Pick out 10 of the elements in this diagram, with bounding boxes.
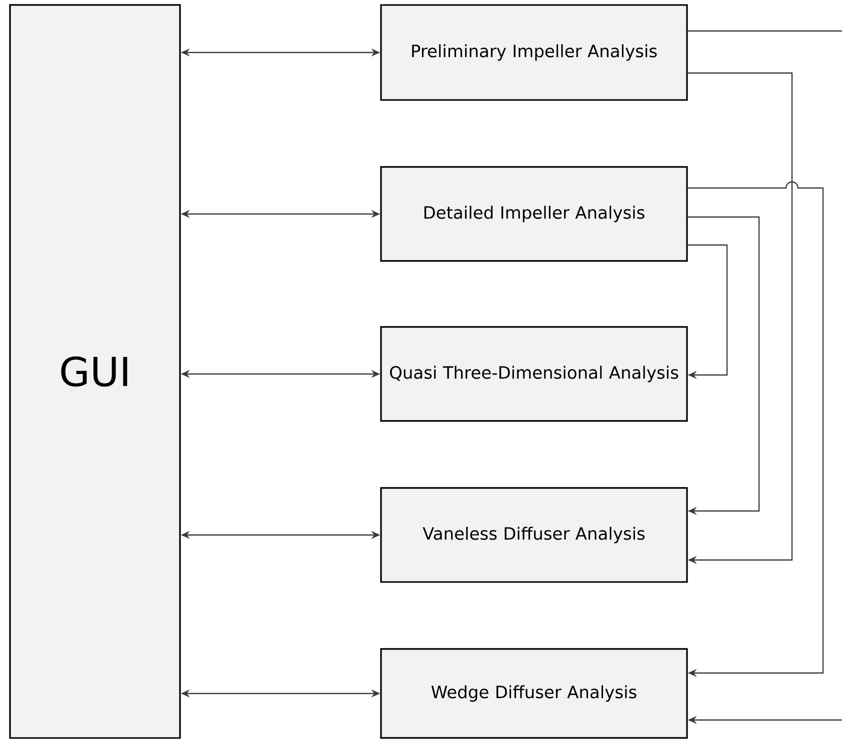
process-box: Detailed Impeller Analysis xyxy=(380,166,688,262)
process-box: Preliminary Impeller Analysis xyxy=(380,4,688,101)
arrow xyxy=(688,216,760,516)
arrow xyxy=(688,72,793,564)
process-box: Vaneless Diffuser Analysis xyxy=(380,487,688,583)
process-box: Wedge Diffuser Analysis xyxy=(380,648,688,739)
arrow xyxy=(688,244,728,380)
process-box: Quasi Three-Dimensional Analysis xyxy=(380,326,688,422)
gui-box: GUI xyxy=(9,4,181,739)
arrow xyxy=(688,181,824,678)
